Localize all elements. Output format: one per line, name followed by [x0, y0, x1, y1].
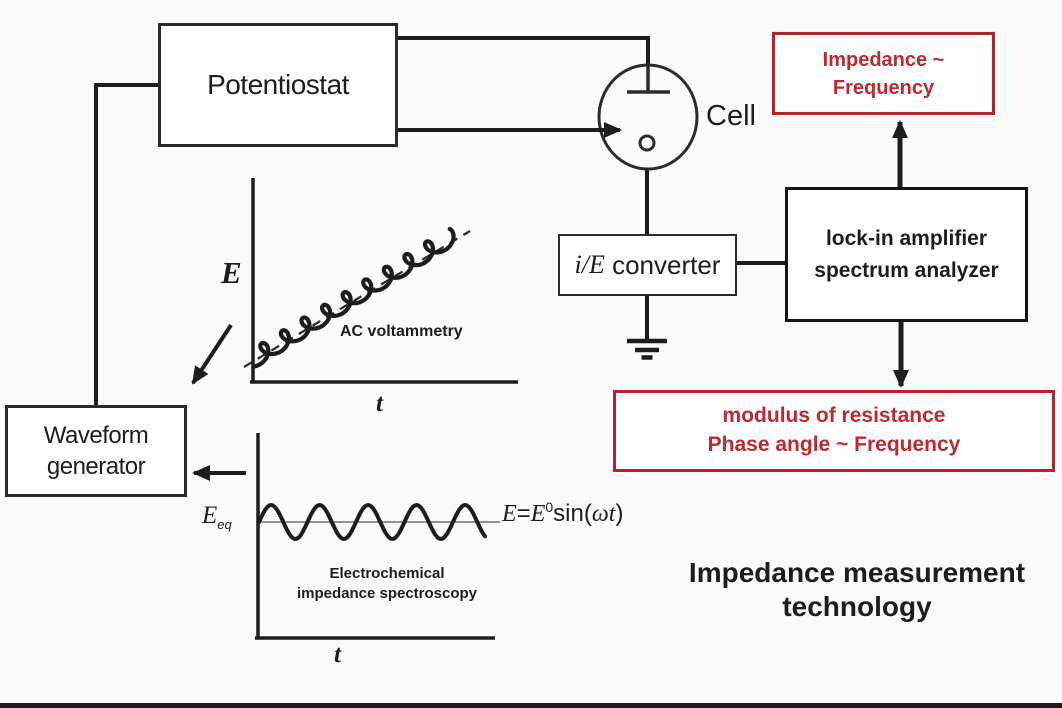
bottom-bar [0, 703, 1062, 708]
eis-caption: Electrochemical impedance spectroscopy [277, 564, 497, 605]
acv-squiggle-curve [251, 226, 456, 369]
cell-label: Cell [706, 100, 756, 132]
wire-potentiostat-to-waveform [94, 83, 158, 405]
waveform-generator-box: Waveform generator [5, 405, 187, 497]
eis-sine-curve [257, 503, 487, 541]
eis-caption-line2: impedance spectroscopy [296, 585, 478, 603]
ie-converter-label: converter [604, 249, 721, 280]
impedance-frequency-line1: Impedance ~ [822, 48, 945, 71]
eis-equilibrium-label: Eeq [202, 502, 232, 532]
cell-top-electrode [627, 65, 670, 94]
modulus-phase-box: modulus of resistance Phase angle ~ Freq… [613, 390, 1055, 472]
ground-icon [627, 338, 667, 360]
eis-x-axis-label: t [334, 641, 341, 668]
eis-caption-line1: Electrochemical [329, 565, 445, 582]
lockin-analyzer-box: lock-in amplifier spectrum analyzer [785, 187, 1028, 322]
acv-y-axis-label: E [221, 255, 242, 290]
lockin-label-line1: lock-in amplifier [825, 227, 988, 250]
acv-x-axis-label: t [376, 390, 383, 417]
impedance-frequency-box: Impedance ~ Frequency [772, 32, 995, 115]
impedance-frequency-line2: Frequency [832, 76, 935, 99]
lockin-label-line2: spectrum analyzer [814, 258, 999, 282]
cell-working-electrode [638, 134, 656, 152]
waveform-label-line2: generator [46, 453, 146, 480]
acv-axes [250, 178, 518, 384]
waveform-label-line1: Waveform [43, 421, 149, 449]
diagram-title-line2: technology [782, 590, 932, 622]
diagram-title-line1: Impedance measurement [688, 557, 1026, 588]
acv-ramp-dashed-line [243, 230, 471, 368]
ie-converter-symbol: i/E [574, 250, 605, 279]
arrow-plot-to-waveform-diagonal [191, 323, 233, 385]
eis-formula: E=E0sin(ωt) [502, 499, 624, 527]
diagram-title: Impedance measurement technology [647, 556, 1062, 623]
modulus-line1: modulus of resistance [722, 404, 946, 428]
acv-caption: AC voltammetry [340, 323, 463, 340]
modulus-line2: Phase angle ~ Frequency [707, 433, 961, 456]
ie-converter-box: i/E converter [558, 234, 737, 296]
potentiostat-box: Potentiostat [158, 23, 398, 147]
eis-axes [255, 433, 495, 640]
potentiostat-label: Potentiostat [207, 69, 349, 100]
